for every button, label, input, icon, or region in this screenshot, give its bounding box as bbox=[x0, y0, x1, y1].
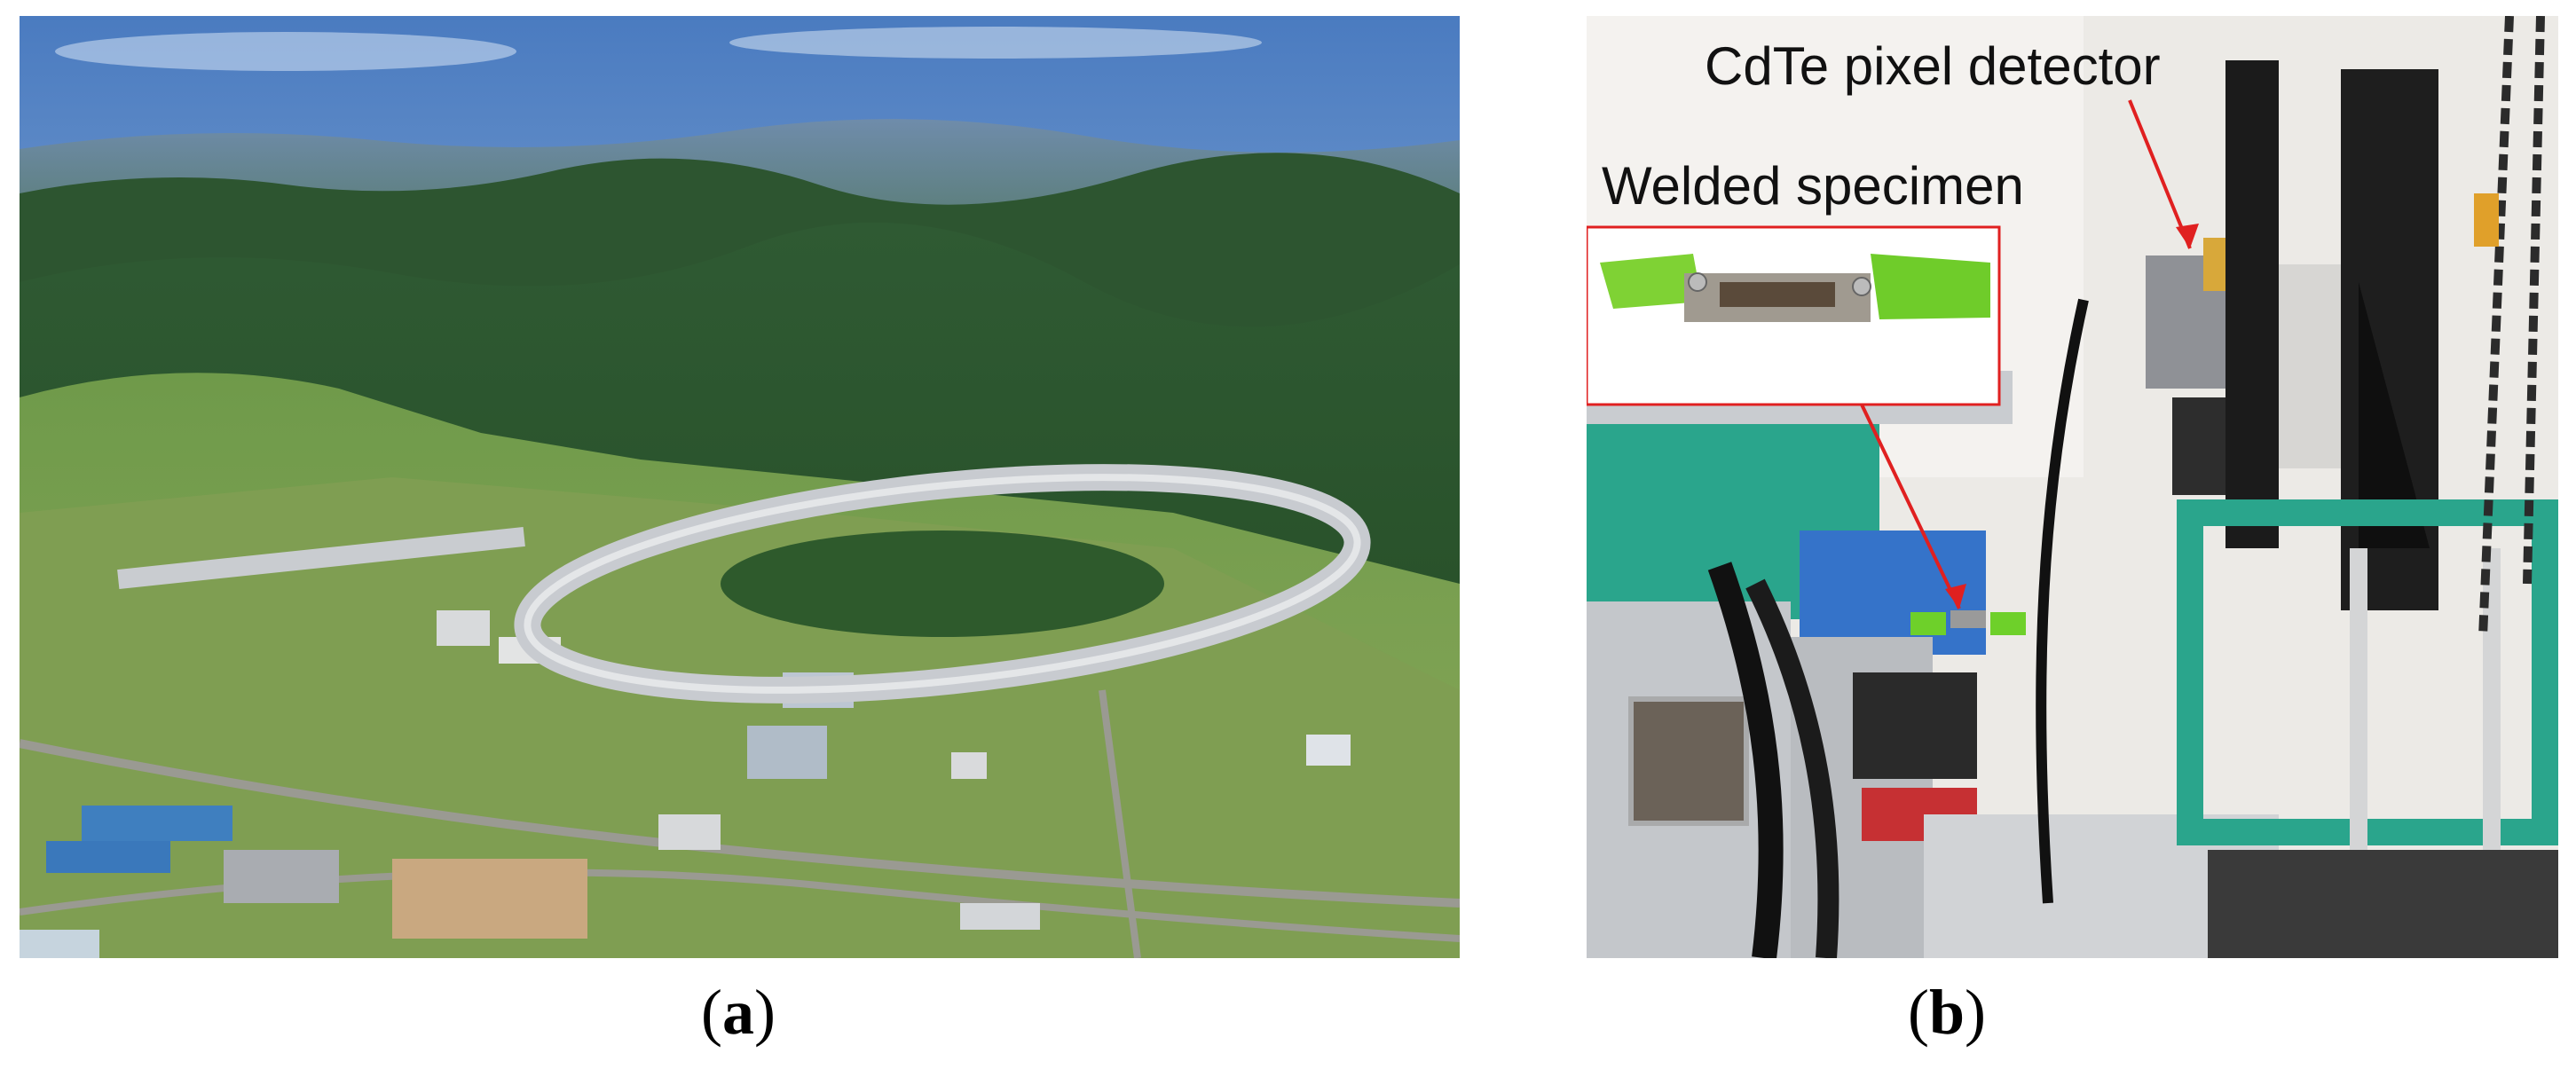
caption-a-letter: a bbox=[721, 977, 754, 1048]
detector-callout-arrow bbox=[2128, 99, 2192, 249]
caption-b-letter: b bbox=[1928, 977, 1965, 1048]
specimen-label: Welded specimen bbox=[1602, 156, 2024, 216]
specimen-callout-arrow bbox=[1860, 404, 1961, 609]
caption-b: (b) bbox=[1908, 977, 1987, 1048]
caption-a: (a) bbox=[701, 977, 776, 1048]
aerial-photo bbox=[20, 16, 1460, 958]
setup-photo bbox=[1587, 16, 2558, 958]
detector-label: CdTe pixel detector bbox=[1705, 36, 2161, 96]
